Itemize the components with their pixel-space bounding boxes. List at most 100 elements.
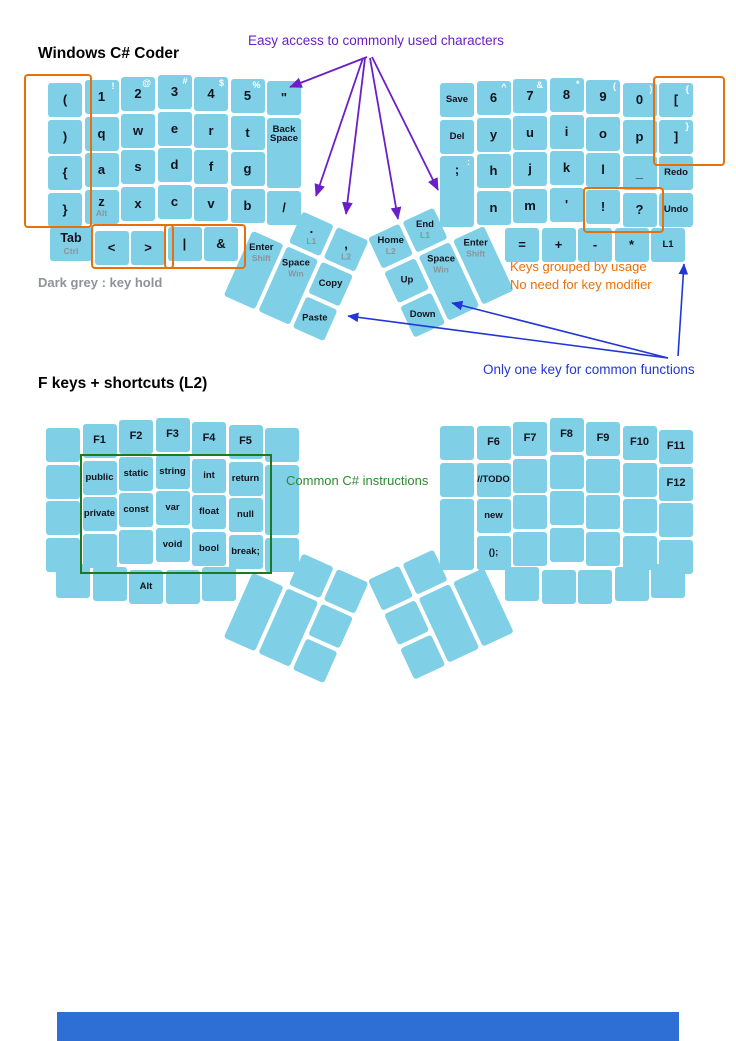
hold-label: Ctrl [63,245,79,256]
kbd-key: F10 [622,426,657,460]
kbd-key: var [155,491,190,525]
key-label: F7 [523,432,537,445]
key-label: e [170,120,179,136]
kbd-key: d [157,148,192,182]
key-label: f [208,159,214,175]
kbd-key: ? [622,192,657,227]
key-label: l [601,162,605,178]
hold-label: L2 [341,251,351,262]
key-label: F10 [630,436,649,449]
kbd-key [82,533,117,568]
key-label: 2 [134,86,142,102]
key-label: [ [673,92,679,108]
kbd-key: l [586,153,620,187]
kbd-key: + [541,228,576,262]
key-label: - [592,237,598,253]
kbd-key [513,458,547,493]
kbd-key [119,529,153,564]
hold-label: Alt [95,208,108,219]
key-label: Copy [318,278,343,290]
key-label: F11 [666,440,686,453]
arrow [369,57,402,220]
kbd-key: static [119,456,153,491]
kbd-key: _ [622,156,657,190]
kbd-key: c [157,184,192,219]
kbd-key: a [84,153,119,187]
kbd-key [440,462,474,497]
kbd-key: Redo [659,156,693,190]
key-label: (); [488,546,499,558]
kbd-key: & [204,227,238,261]
layer2-title: F keys + shortcuts (L2) [38,375,208,392]
highlight-box-left-brackets [24,74,92,228]
layer2-left-thumb-cluster [222,538,370,686]
kbd-key [659,503,693,537]
kbd-key [578,570,612,604]
kbd-key: %5 [230,79,265,113]
hold-label: L2 [385,246,396,257]
layer1-title: Windows C# Coder [38,45,180,62]
shift-label: % [252,80,261,90]
kbd-key [440,426,474,460]
kbd-key [56,564,90,598]
key-label: m [524,197,536,213]
kbd-key: F5 [228,425,263,459]
key-label: 1 [97,89,106,105]
key-label: F2 [129,430,143,443]
key-label: 5 [243,88,252,104]
key-label: F6 [487,436,500,449]
key-label: 0 [635,92,644,108]
key-label: F3 [166,428,179,441]
key-label: ? [635,201,644,217]
kbd-key: * [614,228,649,262]
key-label: Tab [60,231,82,246]
kbd-key [622,499,657,533]
key-label: ) [62,128,68,144]
key-label: L1 [662,239,674,251]
kbd-key: }] [659,119,693,154]
shift-label: } [685,120,689,131]
kbd-key: F4 [192,422,226,456]
kbd-key: y [476,117,511,152]
key-label: & [216,236,226,252]
layer2-right-thumb-cluster [368,533,517,682]
kbd-key: int [192,458,226,493]
hold-label: Shift [251,253,271,264]
arrow [451,300,669,359]
key-label: Enter [463,237,488,249]
kbd-key: - [578,228,612,262]
key-label: private [83,508,116,520]
key-label: 4 [207,86,215,102]
key-label: ] [673,128,679,144]
arrow [342,57,366,215]
kbd-key: null [228,498,263,532]
hold-label: L1 [420,230,430,241]
annotation-no-modifier: No need for key modifier [510,277,652,292]
kbd-key: float [192,495,226,529]
key-label: , [344,236,348,252]
key-label: F5 [239,435,252,448]
shift-label: ( [613,81,616,91]
key-label: j [528,161,532,177]
key-label: i [564,123,569,139]
shift-label: $ [218,78,224,88]
key-label: Paste [302,312,328,324]
key-label: * [628,237,635,253]
kbd-key: } [48,192,82,227]
key-label: x [134,195,142,211]
kbd-key: return [228,461,263,496]
kbd-key: s [121,150,155,184]
kbd-key [586,458,620,493]
arrow [371,56,439,191]
key-label: 3 [170,84,179,100]
kbd-key: | [167,227,202,261]
key-label: u [526,124,534,140]
kbd-key: i [549,114,584,149]
kbd-key [505,567,539,601]
kbd-key [549,491,584,525]
kbd-key: w [121,113,155,148]
key-label: b [243,197,252,213]
shift-label: # [182,76,188,86]
